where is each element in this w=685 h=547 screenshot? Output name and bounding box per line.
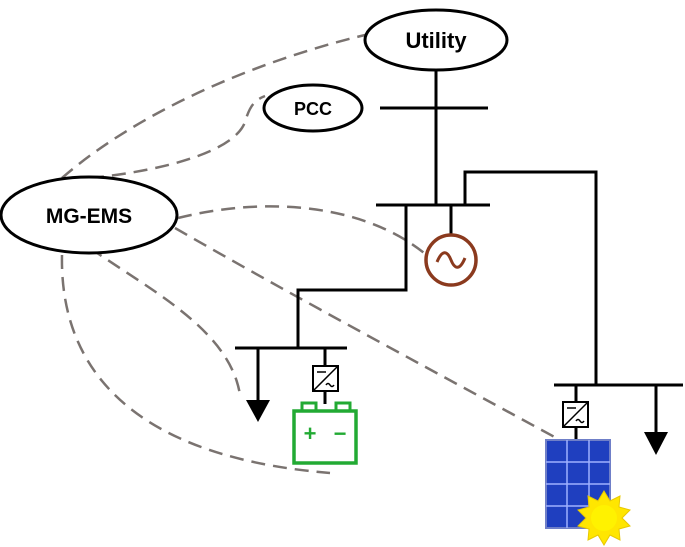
pcc-node: PCC [262, 83, 364, 133]
link-mgems-load1 [89, 246, 242, 396]
link-mgems-utility [61, 33, 366, 179]
ac-generator-icon [424, 233, 478, 287]
power-converter-icon [312, 365, 339, 392]
utility-node: Utility [363, 8, 509, 72]
sun-icon [577, 490, 631, 546]
pcc-label: PCC [294, 99, 332, 119]
utility-label: Utility [405, 28, 467, 53]
load-arrow-icon [644, 432, 668, 455]
mgems-label: MG-EMS [46, 205, 132, 228]
mgems-node: MG-EMS [0, 175, 179, 255]
link-mgems-pcc [89, 94, 266, 180]
battery-minus-label: − [334, 421, 347, 446]
load-arrow-icon [246, 400, 270, 422]
battery-icon: + − [292, 401, 358, 465]
link-mgems-battery [60, 254, 331, 475]
link-mgems-solar [174, 226, 561, 442]
battery-plus-label: + [304, 421, 317, 446]
power-converter-icon [562, 401, 589, 428]
power-network [235, 70, 683, 432]
